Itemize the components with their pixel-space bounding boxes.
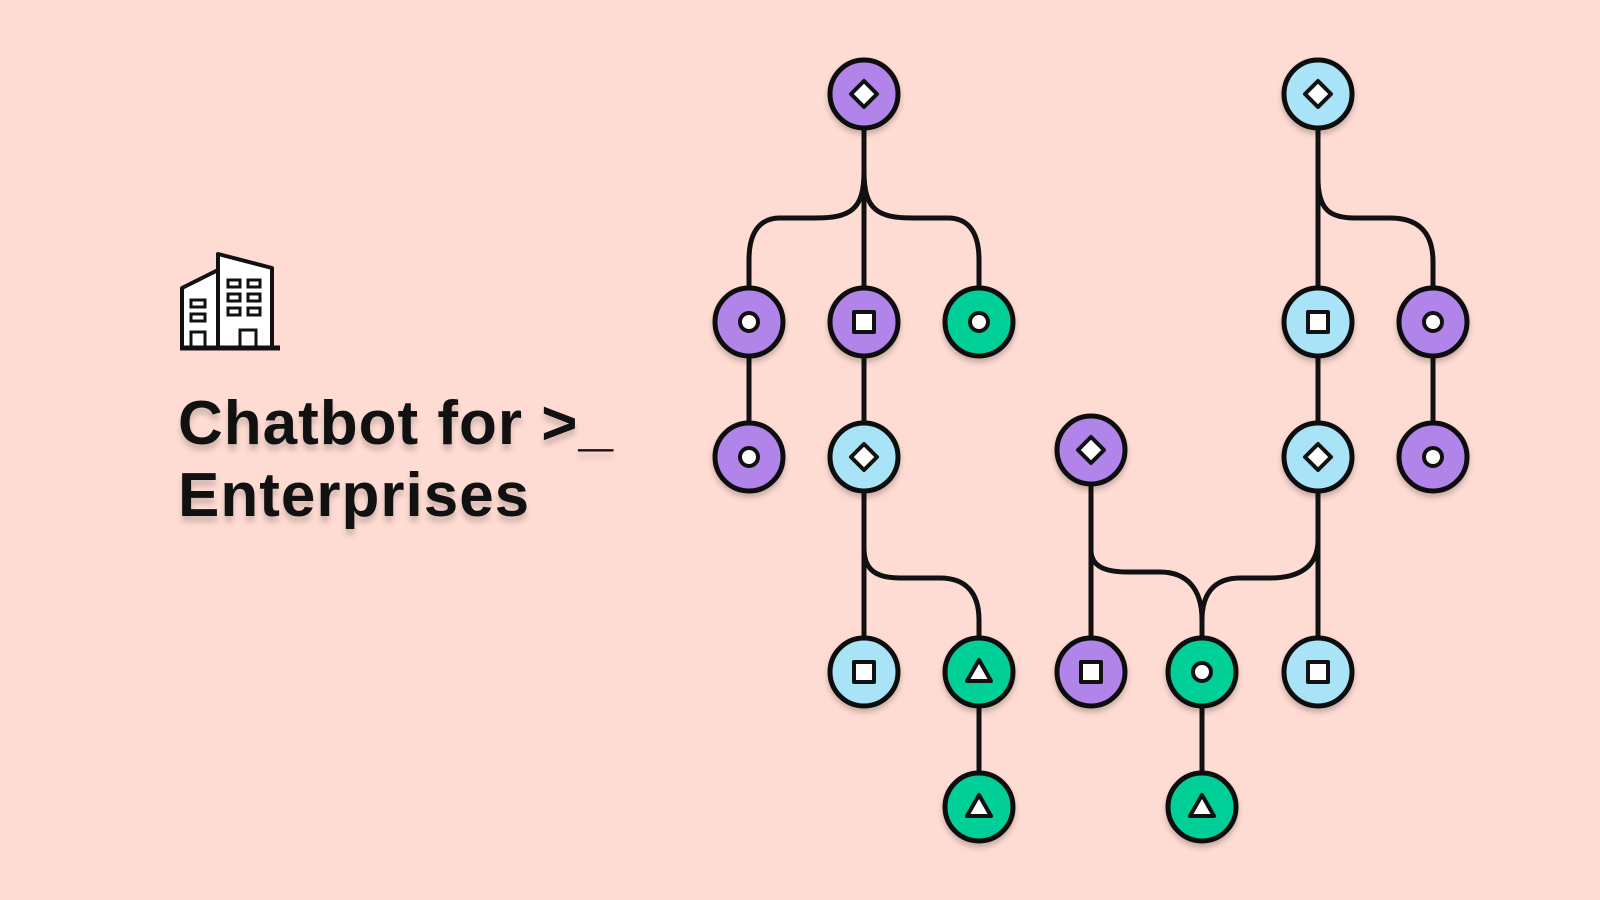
- diagram-node: [942, 770, 1016, 844]
- diagram-node: [1054, 635, 1128, 709]
- diagram-node: [1281, 635, 1355, 709]
- triangle-symbol-icon: [1188, 793, 1216, 818]
- diagram-node: [1396, 285, 1470, 359]
- diagram-node: [712, 285, 786, 359]
- diagram-node: [827, 635, 901, 709]
- diamond-symbol-icon: [1076, 435, 1106, 465]
- diagram-edge: [861, 169, 982, 325]
- square-symbol-icon: [1306, 310, 1330, 334]
- circle-symbol-icon: [1191, 661, 1213, 683]
- circle-symbol-icon: [968, 311, 990, 333]
- diamond-symbol-icon: [1303, 442, 1333, 472]
- diagram-nodes: [712, 57, 1470, 844]
- page-title: Chatbot for >_ Enterprises: [178, 388, 614, 532]
- diagram-node: [1054, 413, 1128, 487]
- diagram-node: [942, 635, 1016, 709]
- diagram-node: [1396, 420, 1470, 494]
- square-symbol-icon: [1306, 660, 1330, 684]
- diagram-edges: [746, 91, 1436, 810]
- circle-symbol-icon: [738, 446, 760, 468]
- square-symbol-icon: [852, 310, 876, 334]
- diagram-edge: [746, 169, 867, 325]
- diagram-node: [1165, 635, 1239, 709]
- diagram-edge: [1199, 537, 1321, 623]
- diagram-node: [712, 420, 786, 494]
- diagram-node: [1281, 57, 1355, 131]
- triangle-symbol-icon: [965, 793, 993, 818]
- diagram-edge: [1315, 175, 1436, 460]
- triangle-symbol-icon: [965, 658, 993, 683]
- diagram-node: [1281, 420, 1355, 494]
- diagram-node: [827, 420, 901, 494]
- diamond-symbol-icon: [849, 79, 879, 109]
- diagram-node: [1281, 285, 1355, 359]
- diagram-node: [827, 57, 901, 131]
- diagram-node: [1165, 770, 1239, 844]
- circle-symbol-icon: [1422, 446, 1444, 468]
- diagram-node: [942, 285, 1016, 359]
- diamond-symbol-icon: [849, 442, 879, 472]
- square-symbol-icon: [852, 660, 876, 684]
- building-icon: [180, 252, 280, 351]
- diagram-edge: [1088, 547, 1205, 810]
- square-symbol-icon: [1079, 660, 1103, 684]
- diagram-node: [827, 285, 901, 359]
- diamond-symbol-icon: [1303, 79, 1333, 109]
- title-line-2: Enterprises: [178, 461, 531, 530]
- circle-symbol-icon: [738, 311, 760, 333]
- title-line-1: Chatbot for >_: [178, 389, 614, 458]
- circle-symbol-icon: [1422, 311, 1444, 333]
- diagram-edge: [861, 545, 982, 810]
